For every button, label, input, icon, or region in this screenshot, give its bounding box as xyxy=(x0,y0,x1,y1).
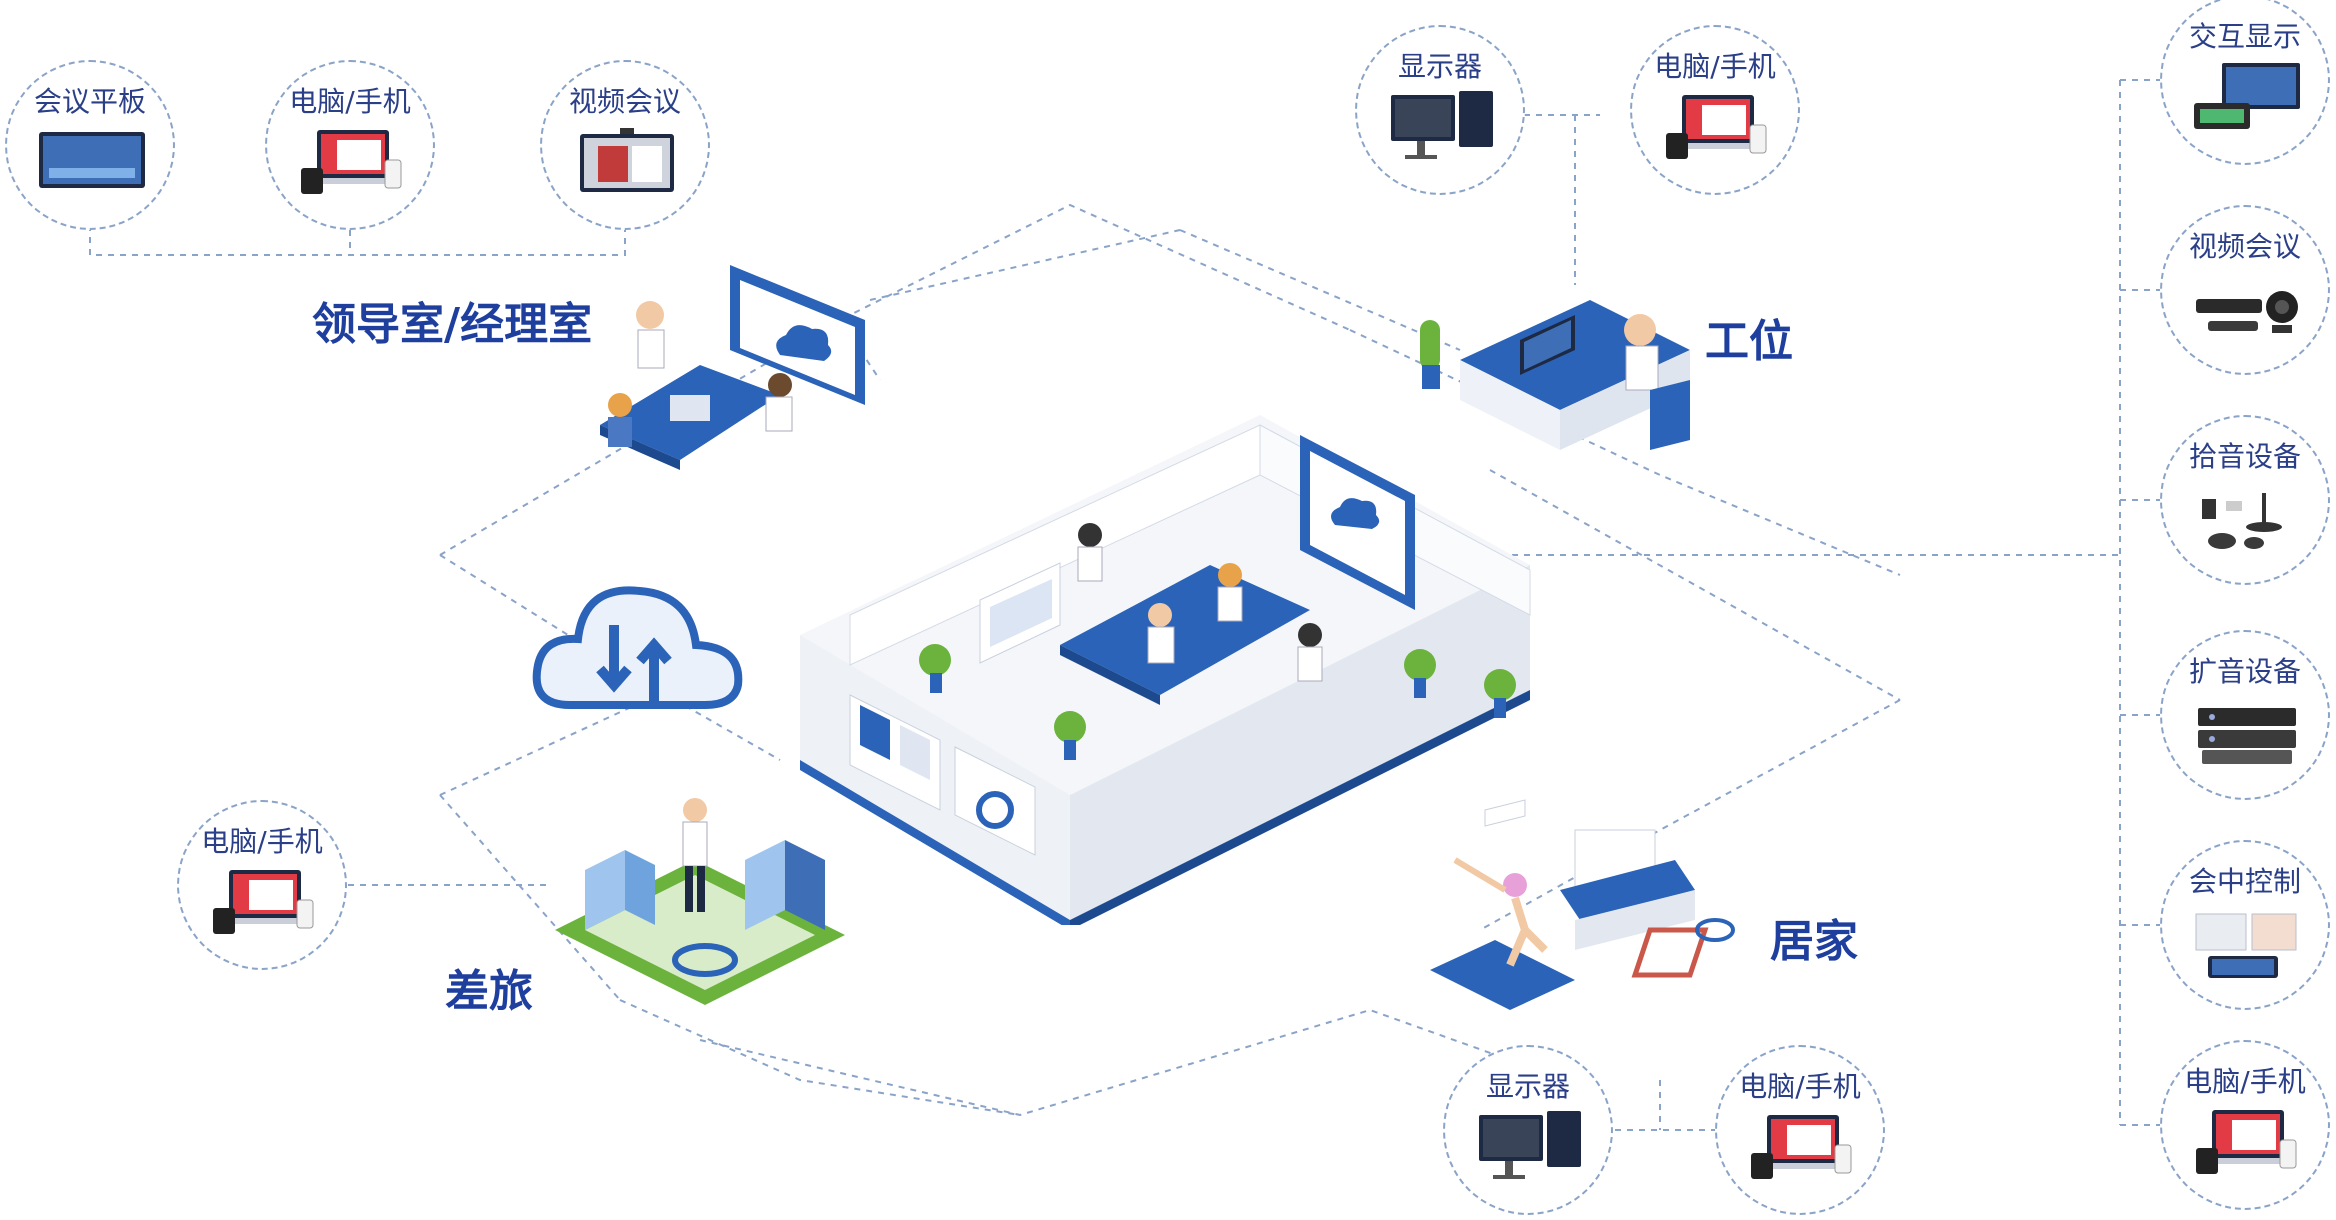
device-interactive-display: 交互显示 xyxy=(2160,0,2330,165)
home-illustration xyxy=(1430,799,1735,1010)
microphone-icon xyxy=(2202,493,2282,549)
device-label: 会议平板 xyxy=(33,85,146,118)
leader-office-illustration xyxy=(600,265,865,470)
laptop-phone-icon xyxy=(1751,1115,1852,1179)
scene-label-home: 居家 xyxy=(1770,916,1858,967)
device-meeting-control: 会中控制 xyxy=(2160,840,2330,1010)
laptop-phone-icon xyxy=(301,130,402,194)
monitor-icon xyxy=(1391,91,1493,159)
meeting-room-illustration xyxy=(800,415,1531,925)
device-ws-pc: 电脑/手机 xyxy=(1630,25,1800,195)
device-video-conference: 视频会议 xyxy=(2160,205,2330,375)
device-label: 电脑/手机 xyxy=(201,825,323,858)
interactive-display-icon xyxy=(2194,63,2300,129)
laptop-phone-icon xyxy=(1666,95,1767,159)
control-panel-icon xyxy=(2195,913,2297,978)
device-ws-display: 显示器 xyxy=(1355,25,1525,195)
meeting-tablet-icon xyxy=(39,132,145,188)
device-meeting-tablet: 会议平板 xyxy=(5,60,175,230)
monitor-icon xyxy=(1479,1111,1581,1179)
laptop-phone-icon xyxy=(2196,1110,2297,1174)
scene-label-workstation: 工位 xyxy=(1705,316,1793,367)
device-leader-video: 视频会议 xyxy=(540,60,710,230)
device-label: 视频会议 xyxy=(568,85,681,118)
device-right-pc: 电脑/手机 xyxy=(2160,1040,2330,1210)
device-label: 电脑/手机 xyxy=(1654,50,1776,83)
device-label: 电脑/手机 xyxy=(1739,1070,1861,1103)
device-sound-amplifier: 扩音设备 xyxy=(2160,630,2330,800)
device-label: 会中控制 xyxy=(2188,865,2301,898)
device-home-display: 显示器 xyxy=(1443,1045,1613,1215)
device-sound-pickup: 拾音设备 xyxy=(2160,415,2330,585)
device-label: 显示器 xyxy=(1397,50,1482,83)
amplifier-icon xyxy=(2198,708,2296,764)
video-conference-icon xyxy=(580,128,674,192)
device-label: 拾音设备 xyxy=(2188,440,2301,473)
scene-label-leader: 领导室/经理室 xyxy=(312,299,593,350)
device-label: 电脑/手机 xyxy=(289,85,411,118)
video-camera-icon xyxy=(2196,291,2298,333)
device-label: 扩音设备 xyxy=(2188,655,2301,688)
device-leader-pc: 电脑/手机 xyxy=(265,60,435,230)
scene-label-travel: 差旅 xyxy=(445,966,533,1017)
laptop-phone-icon xyxy=(213,870,314,934)
device-home-pc: 电脑/手机 xyxy=(1715,1045,1885,1215)
device-label: 显示器 xyxy=(1485,1070,1570,1103)
workstation-illustration xyxy=(1420,300,1690,450)
cloud-sync-icon xyxy=(532,586,743,709)
device-travel-pc: 电脑/手机 xyxy=(177,800,347,970)
device-label: 电脑/手机 xyxy=(2184,1065,2306,1098)
device-label: 交互显示 xyxy=(2188,20,2301,53)
device-label: 视频会议 xyxy=(2188,230,2301,263)
travel-illustration xyxy=(555,798,845,1005)
